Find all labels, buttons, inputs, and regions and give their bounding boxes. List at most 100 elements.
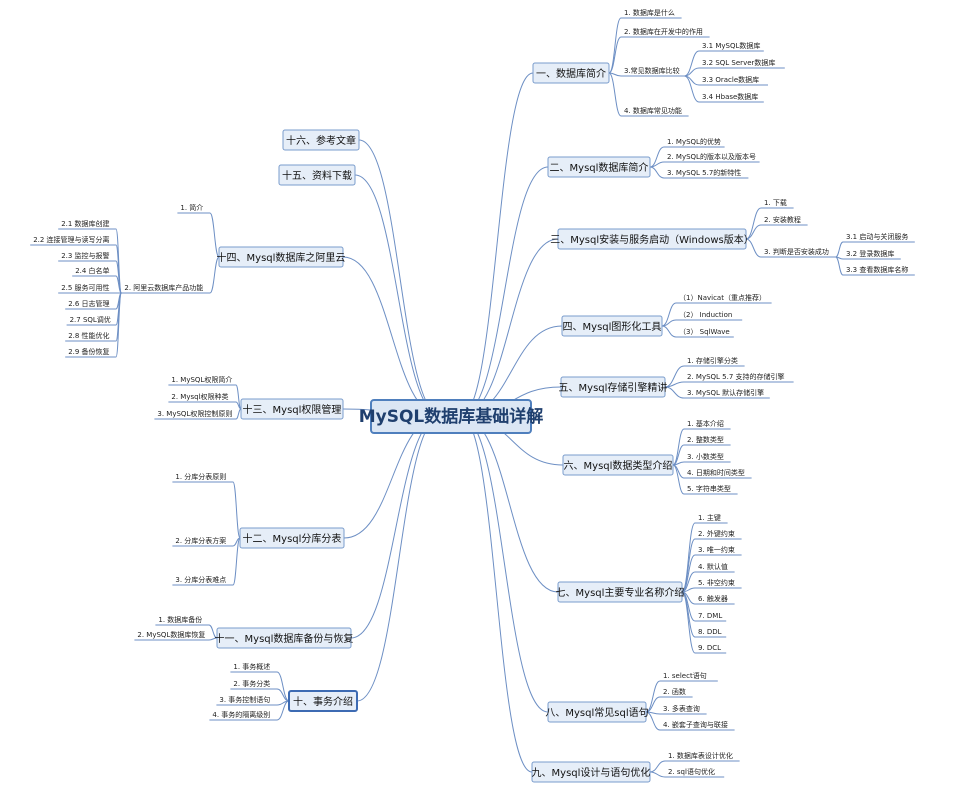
branch-node-13[interactable]: 十三、Mysql权限管理 <box>240 398 344 420</box>
branch-node-12[interactable]: 十四、Mysql数据库之阿里云 <box>217 246 346 268</box>
child-node[interactable]: 3. 多表查询 <box>660 704 707 715</box>
child-node[interactable]: 3. MySQL 默认存储引擎 <box>684 388 770 399</box>
grandchild-node-label: 3.2 登录数据库 <box>846 249 894 258</box>
grandchild-node[interactable]: 3.2 SQL Server数据库 <box>699 58 785 69</box>
branch-node-9[interactable]: 九、Mysql设计与语句优化 <box>531 761 651 783</box>
branch-node-8[interactable]: 八、Mysql常见sql语句 <box>545 701 649 723</box>
child-node[interactable]: 1. MySQL的优势 <box>664 137 725 148</box>
child-node-label: 1. 下载 <box>764 198 787 207</box>
child-node[interactable]: 1. select语句 <box>660 671 718 682</box>
branch-to-child-line <box>608 72 622 117</box>
child-node[interactable]: 3.常见数据库比较 <box>621 66 685 77</box>
child-node[interactable]: （3） SqlWave <box>676 328 734 338</box>
branch-node-6[interactable]: 六、Mysql数据类型介绍 <box>562 454 674 476</box>
child-node[interactable]: 1. 简介 <box>177 203 210 214</box>
child-node[interactable]: 2. 数据库在开发中的作用 <box>621 27 710 38</box>
child-node[interactable]: 1. 事务概述 <box>230 662 277 673</box>
branch-node-15[interactable]: 十一、Mysql数据库备份与恢复 <box>215 627 354 649</box>
child-node[interactable]: 2. MySQL的版本以及版本号 <box>664 152 760 163</box>
child-node[interactable]: 3. 判断是否安装成功 <box>761 247 836 258</box>
grandchild-node[interactable]: 2.1 数据库创建 <box>58 219 116 230</box>
branch-node-7[interactable]: 七、Mysql主要专业名称介绍 <box>556 581 685 603</box>
child-node[interactable]: 2. 整数类型 <box>684 435 731 446</box>
grandchild-node[interactable]: 3.1 MySQL数据库 <box>699 41 764 52</box>
child-node[interactable]: 2. 阿里云数据库产品功能 <box>121 283 210 294</box>
child-node[interactable]: 2. 安装教程 <box>761 215 808 226</box>
grandchild-node[interactable]: 3.2 登录数据库 <box>843 249 901 260</box>
branch-node-10[interactable]: 十六、参考文章 <box>282 129 360 151</box>
branch-node-16[interactable]: 十、事务介绍 <box>288 690 358 712</box>
child-node[interactable]: 8. DDL <box>695 628 727 638</box>
branch-to-child-line <box>745 238 762 258</box>
child-node[interactable]: 2. 事务分类 <box>230 679 277 690</box>
child-node[interactable]: 1. 分库分表原则 <box>172 472 233 483</box>
branch-to-child-line <box>672 428 685 466</box>
child-node[interactable]: 2. 分库分表方案 <box>172 536 233 547</box>
branch-node-2[interactable]: 二、Mysql数据库简介 <box>547 156 651 178</box>
grandchild-node[interactable]: 2.6 日志管理 <box>65 299 116 310</box>
child-node[interactable]: 1. 基本介绍 <box>684 419 731 430</box>
child-node[interactable]: 4. 默认值 <box>695 562 735 573</box>
grandchild-node[interactable]: 2.2 连接管理与读写分离 <box>30 235 116 246</box>
child-node[interactable]: 4. 事务的隔离级别 <box>209 710 277 721</box>
branch-to-child-line <box>681 538 696 593</box>
child-node[interactable]: 4. 数据库常见功能 <box>621 106 689 117</box>
child-node[interactable]: 3. 唯一约束 <box>695 545 742 556</box>
grandchild-node[interactable]: 2.9 备份恢复 <box>65 347 116 358</box>
child-node[interactable]: 1. MySQL权限简介 <box>168 375 236 386</box>
child-node[interactable]: 7. DML <box>695 612 727 622</box>
child-node[interactable]: 1. 数据库表设计优化 <box>665 751 740 762</box>
grandchild-node[interactable]: 2.8 性能优化 <box>65 331 116 342</box>
child-node[interactable]: 3. MySQL权限控制原则 <box>154 409 236 420</box>
grandchild-node[interactable]: 2.5 服务可用性 <box>58 283 116 294</box>
grandchild-node[interactable]: 3.3 查看数据库名称 <box>843 265 915 276</box>
branch-node-label: 十六、参考文章 <box>286 134 356 147</box>
child-node-label: 3. 事务控制语句 <box>219 695 270 704</box>
child-node[interactable]: 3. 事务控制语句 <box>216 695 277 706</box>
child-node[interactable]: 2. sql语句优化 <box>665 767 725 778</box>
branch-node-3[interactable]: 三、Mysql安装与服务启动（Windows版本） <box>550 228 754 250</box>
child-node[interactable]: 2. 外键约束 <box>695 529 742 540</box>
branch-node-11[interactable]: 十五、资料下载 <box>278 164 356 186</box>
child-node[interactable]: 2. 函数 <box>660 687 693 698</box>
child-node[interactable]: 9. DCL <box>695 644 727 654</box>
child-node[interactable]: 3. 分库分表难点 <box>172 575 233 586</box>
child-node[interactable]: 1. 主键 <box>695 513 728 524</box>
child-node[interactable]: （2） Induction <box>676 311 743 321</box>
child-node[interactable]: 2. MySQL 5.7 支持的存储引擎 <box>684 372 794 383</box>
child-node[interactable]: 3. 小数类型 <box>684 452 731 463</box>
child-node[interactable]: 4. 日期和时间类型 <box>684 468 752 479</box>
branch-node-14[interactable]: 十二、Mysql分库分表 <box>239 527 345 549</box>
grandchild-node[interactable]: 3.4 Hbase数据库 <box>699 92 764 103</box>
child-node[interactable]: 4. 嵌套子查询与联接 <box>660 720 735 731</box>
branch-node-label: 十二、Mysql分库分表 <box>243 532 342 545</box>
child-node[interactable]: 2. Mysql权限种类 <box>168 392 236 403</box>
grandchild-node[interactable]: 2.4 白名单 <box>72 266 116 277</box>
grandchild-node-label: 2.9 备份恢复 <box>68 347 109 356</box>
grandchild-node[interactable]: 2.7 SQL调优 <box>66 315 116 326</box>
child-node[interactable]: 1. 数据库是什么 <box>621 8 682 19</box>
child-node[interactable]: 1. 存储引擎分类 <box>684 356 745 367</box>
root-to-branch-line <box>343 415 442 539</box>
child-node[interactable]: 5. 非空约束 <box>695 578 742 589</box>
root-to-branch-line <box>358 139 442 417</box>
branch-node-1[interactable]: 一、数据库简介 <box>532 62 610 84</box>
child-node[interactable]: 2. MySQL数据库恢复 <box>134 630 209 641</box>
root-node[interactable]: MySQL数据库基础详解 <box>359 399 544 434</box>
child-to-grandchild-line <box>835 241 844 258</box>
child-node[interactable]: （1）Navicat（重点推荐） <box>676 293 772 304</box>
child-node[interactable]: 1. 数据库备份 <box>155 615 209 626</box>
grandchild-node[interactable]: 3.1 启动与关闭服务 <box>843 232 915 243</box>
branch-node-5[interactable]: 五、Mysql存储引擎精讲 <box>559 376 668 398</box>
root-node-label: MySQL数据库基础详解 <box>359 406 544 427</box>
branch-node-box <box>218 246 344 268</box>
branch-node-label: 五、Mysql存储引擎精讲 <box>559 381 668 394</box>
child-node[interactable]: 3. MySQL 5.7的新特性 <box>664 168 749 179</box>
root-to-branch-line <box>460 72 534 417</box>
grandchild-node[interactable]: 3.3 Oracle数据库 <box>699 75 768 86</box>
branch-node-4[interactable]: 四、Mysql图形化工具 <box>561 315 663 337</box>
child-node[interactable]: 1. 下载 <box>761 198 794 209</box>
child-node[interactable]: 6. 触发器 <box>695 594 735 605</box>
child-node[interactable]: 5. 字符串类型 <box>684 484 738 495</box>
grandchild-node[interactable]: 2.3 监控与报警 <box>58 251 116 262</box>
